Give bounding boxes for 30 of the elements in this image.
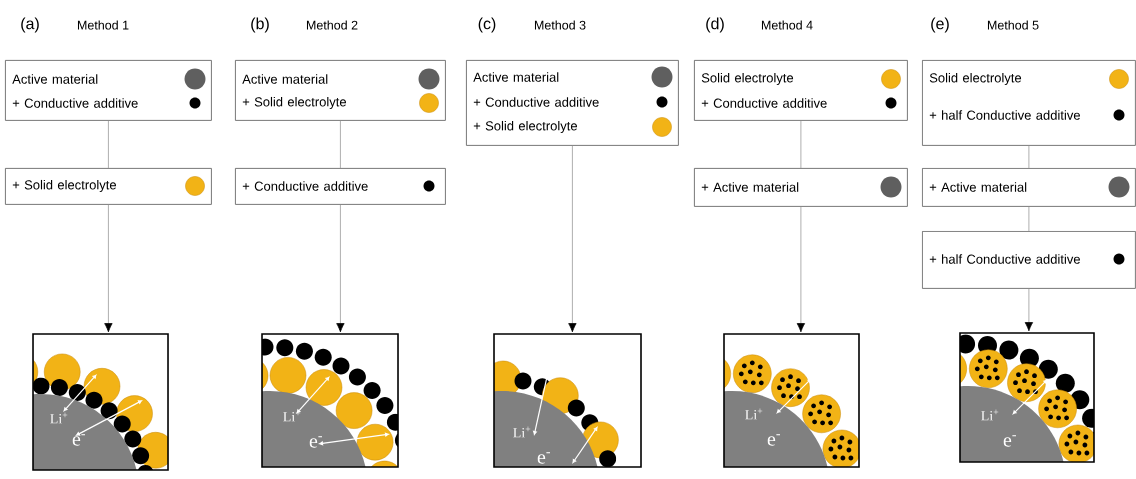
- method-title: Method 4: [761, 20, 813, 30]
- panel-letter: (b): [251, 17, 269, 33]
- step-box: + Active material: [694, 168, 908, 207]
- connector-line: [800, 120, 802, 169]
- panel-letter: (d): [706, 17, 724, 33]
- arrow: [104, 204, 113, 333]
- step-box: + half Conductive additive: [922, 231, 1136, 289]
- method-title: Method 3: [534, 20, 586, 30]
- step-box: Active material + Conductive additive: [5, 60, 212, 121]
- step-box: Solid electrolyte + Conductive additive: [694, 60, 908, 121]
- connector-line: [340, 120, 341, 169]
- connector-line: [108, 120, 109, 169]
- method-title: Method 2: [306, 20, 358, 30]
- step-box: + Conductive additive: [235, 168, 446, 205]
- panel-letter: (e): [931, 17, 949, 33]
- connector-line: [1028, 206, 1030, 232]
- arrow: [568, 145, 577, 333]
- connector-line: [1028, 145, 1030, 169]
- panel-letter: (a): [21, 17, 39, 33]
- method-title: Method 1: [78, 20, 129, 30]
- step-box: Solid electrolyte + half Conductive additive: [922, 60, 1136, 146]
- method-title: Method 5: [987, 20, 1039, 30]
- arrow: [1024, 288, 1034, 332]
- step-box: Active material + Solid electrolyte: [235, 60, 446, 121]
- arrow: [336, 204, 345, 333]
- step-box: + Active material: [922, 168, 1136, 207]
- arrow: [796, 206, 806, 333]
- step-box: + Solid electrolyte: [5, 168, 212, 205]
- panel-letter: (c): [478, 17, 496, 33]
- step-box: Active material + Conductive additive + Solid electrolyte: [466, 60, 679, 146]
